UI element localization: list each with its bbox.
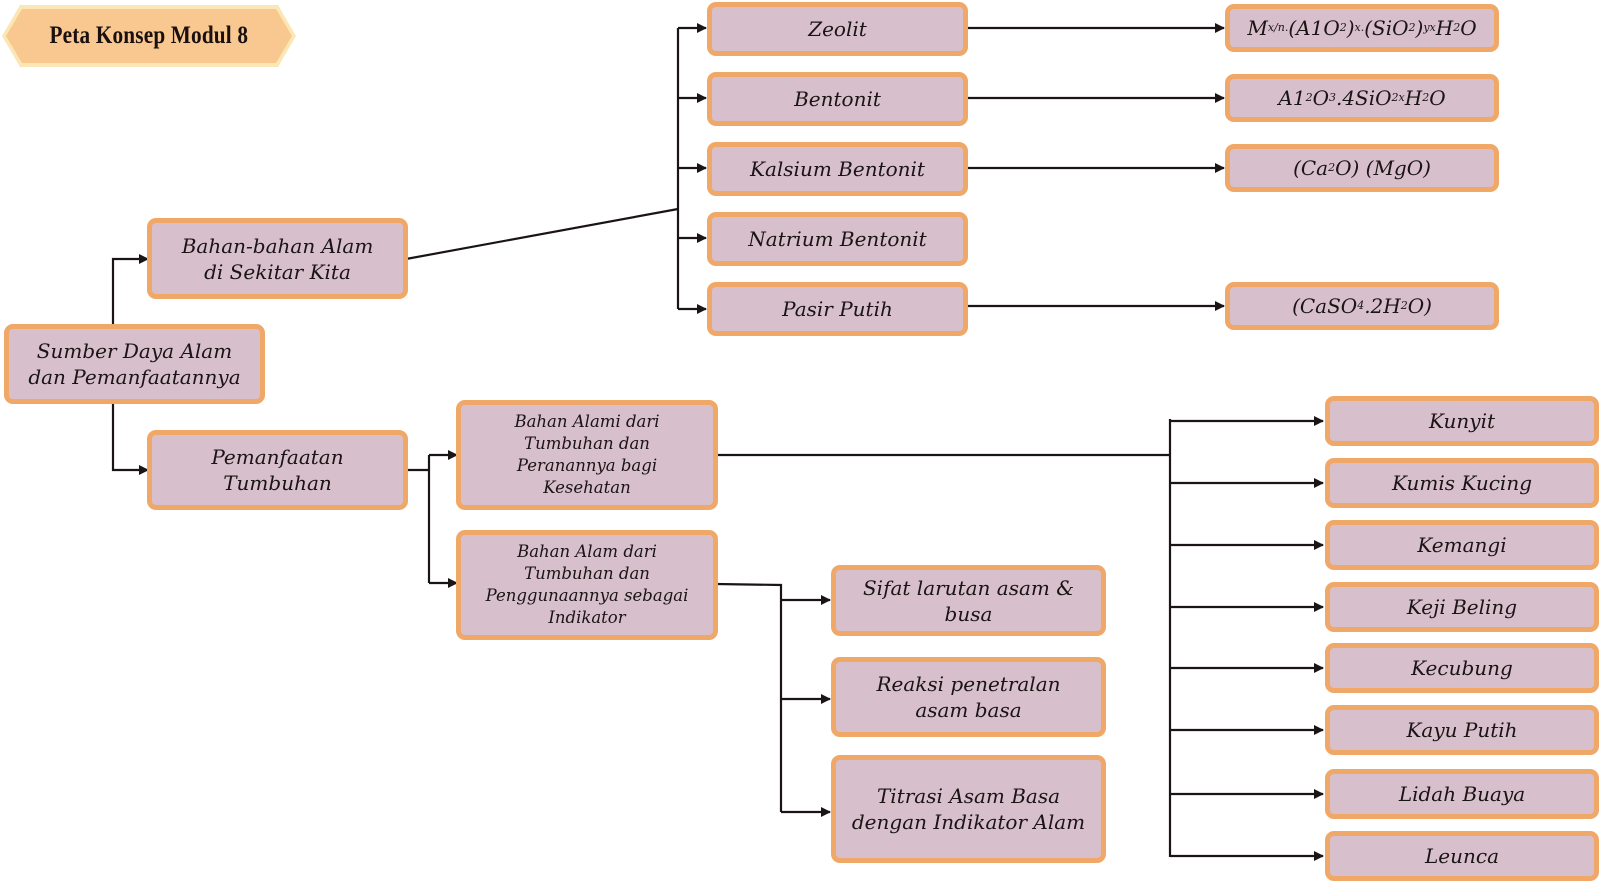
node-root: Sumber Daya Alam dan Pemanfaatannya (4, 324, 265, 404)
node-bahan-alam: Bahan-bahan Alam di Sekitar Kita (147, 218, 408, 299)
node-kesehatan: Bahan Alami dari Tumbuhan dan Peranannya… (456, 400, 718, 510)
node-material-zeolit: Zeolit (707, 2, 968, 56)
node-indikator: Bahan Alam dari Tumbuhan dan Penggunaann… (456, 530, 718, 640)
node-plant-kecubung: Kecubung (1325, 643, 1599, 693)
node-topic-titrasi: Titrasi Asam Basa dengan Indikator Alam (831, 755, 1106, 863)
node-material-bentonit: Bentonit (707, 72, 968, 126)
node-pemanfaatan-tumbuhan: Pemanfaatan Tumbuhan (147, 430, 408, 510)
node-topic-sifat-larutan: Sifat larutan asam & busa (831, 565, 1106, 636)
node-topic-reaksi-penetralan: Reaksi penetralan asam basa (831, 657, 1106, 737)
node-material-kalsium-bentonit: Kalsium Bentonit (707, 142, 968, 196)
node-plant-kumis-kucing: Kumis Kucing (1325, 458, 1599, 508)
node-plant-kayu-putih: Kayu Putih (1325, 705, 1599, 755)
connector-bahan-alam-trunk (405, 207, 679, 261)
node-material-natrium-bentonit: Natrium Bentonit (707, 212, 968, 266)
node-plant-lidah-buaya: Lidah Buaya (1325, 769, 1599, 819)
node-material-pasir-putih: Pasir Putih (707, 282, 968, 336)
node-plant-leunca: Leunca (1325, 831, 1599, 881)
node-plant-kunyit: Kunyit (1325, 396, 1599, 446)
node-plant-keji-beling: Keji Beling (1325, 582, 1599, 632)
connector-root-bahan-alam (111, 254, 149, 325)
connector-indikator-trunk (715, 582, 783, 812)
page-title: Peta Konsep Modul 8 (49, 22, 249, 49)
node-plant-kemangi: Kemangi (1325, 520, 1599, 570)
title-badge: Peta Konsep Modul 8 (6, 9, 292, 63)
connector-root-pemanfaatan (111, 401, 149, 475)
